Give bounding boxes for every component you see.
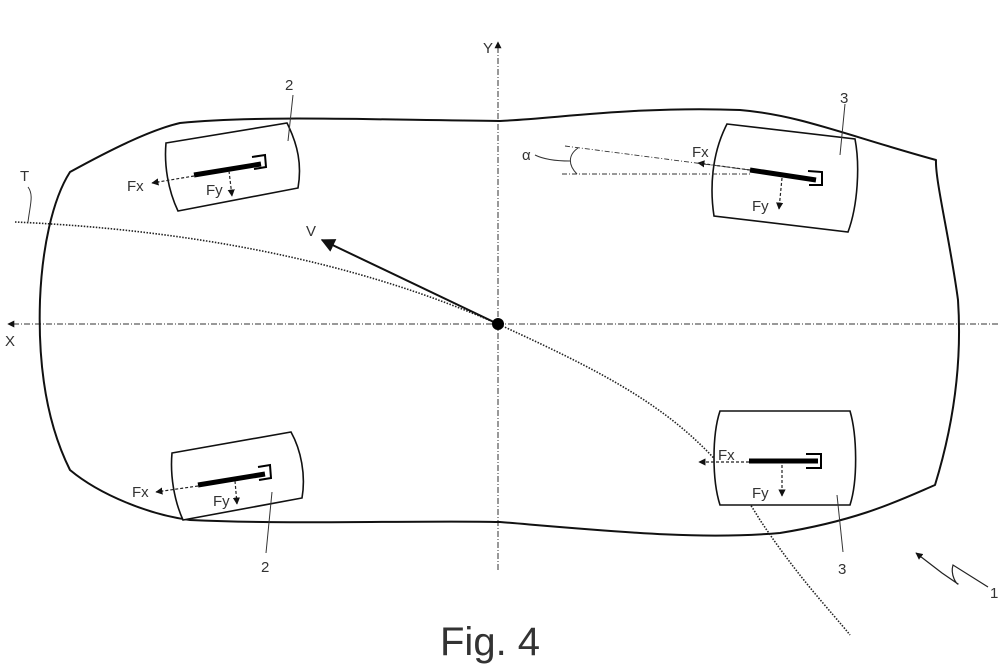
slip-angle-label: α [522, 147, 531, 164]
trajectory-leader [27, 186, 32, 223]
vehicle-ref-label: 1 [990, 585, 998, 602]
trajectory-curve [14, 221, 851, 636]
vehicle-ref-arrow [915, 552, 989, 588]
wheel-rear-left: Fx Fy 3 α [522, 90, 859, 233]
force-y-label: Fy [213, 493, 230, 510]
force-x-label: Fx [132, 484, 149, 501]
trajectory-label: T [20, 168, 29, 185]
wheel-ref-label: 3 [838, 561, 846, 578]
slip-angle-ref-line [564, 145, 751, 171]
wheel-ref-label: 2 [285, 77, 293, 94]
center-of-gravity [492, 318, 504, 330]
wheel-ref-label: 2 [261, 559, 269, 576]
force-x-label: Fx [718, 447, 735, 464]
wheel-rear-right: Fx Fy 3 [698, 410, 857, 578]
wheel-ref-label: 3 [840, 90, 848, 107]
velocity-label: V [306, 223, 316, 240]
force-y-label: Fy [752, 198, 769, 215]
y-axis-label: Y [483, 40, 493, 57]
force-y-label: Fy [206, 182, 223, 199]
figure-caption: Fig. 4 [440, 620, 540, 664]
vehicle-body-outline [38, 108, 961, 537]
force-x-label: Fx [692, 144, 709, 161]
velocity-vector [320, 239, 499, 325]
force-x-label: Fx [127, 178, 144, 195]
force-y-label: Fy [752, 485, 769, 502]
wheel-front-left: Fx Fy 2 [127, 77, 301, 212]
wheel-front-right: Fx Fy 2 [132, 431, 305, 576]
x-axis-label: X [5, 333, 15, 350]
